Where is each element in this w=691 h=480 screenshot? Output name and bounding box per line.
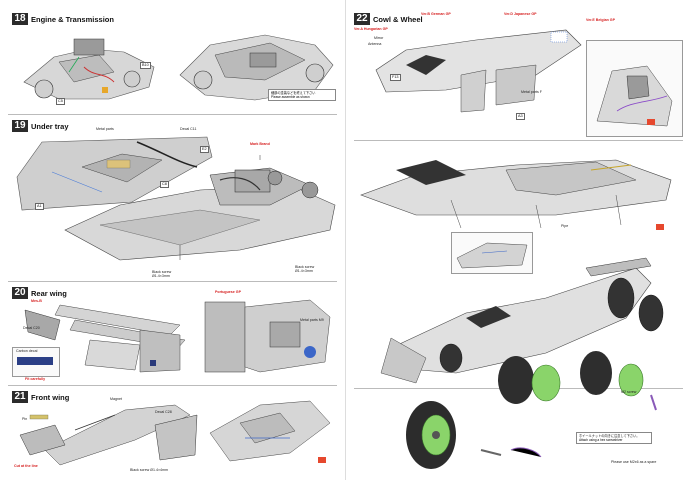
rear-structure-illustration (204, 299, 331, 373)
part-code: B10 (140, 62, 151, 69)
step-number: 19 (12, 120, 28, 132)
label-metal: Metal parts F (521, 90, 542, 94)
part-code: A1 (35, 203, 44, 210)
step-title: Cowl & Wheel (373, 14, 423, 24)
label-bottom-note: Please use M2x6 as a spare (611, 460, 657, 464)
cockpit-detail (596, 65, 673, 127)
step-22-header: 22 Cowl & Wheel (354, 13, 423, 25)
label-hungarian: Ver.A Hungarian GP (354, 27, 388, 31)
note-en: Attach using a hex screwdriver (579, 438, 623, 442)
label-magnet: Magnet (110, 397, 122, 401)
label-decal: Decal C11 (180, 127, 197, 131)
divider (8, 281, 337, 282)
step-number: 21 (12, 391, 28, 403)
wheel-assembly-illustration (406, 401, 542, 469)
divider (354, 140, 683, 141)
completed-car-illustration (380, 257, 664, 384)
under-tray-illustration (16, 136, 213, 211)
label-decal: Decal C20 (23, 326, 40, 330)
label-metal: Metal parts (96, 127, 114, 131)
label-portuguese: Portuguese GP (215, 290, 241, 294)
cowl-illustration (375, 29, 582, 113)
label-antenna: Antenna (368, 42, 382, 46)
front-wing-detail-illustration (209, 400, 331, 462)
assembly-note: 細部の塗装などを終えて下さい Please assemble as shown (268, 89, 336, 101)
page-spine (345, 0, 346, 480)
label-decal: Decal C28 (155, 410, 172, 414)
cockpit-detail-callout (586, 40, 683, 137)
rear-wing-illustration (24, 304, 186, 373)
divider (8, 385, 337, 386)
label-mark: Mark Brand (250, 142, 270, 146)
label-screw-size: Ø1.4×3mm (152, 274, 170, 278)
warning-icon (656, 224, 664, 230)
label-pin: Pin (22, 417, 28, 421)
label-belgian: Ver.E Belgian GP (586, 18, 615, 22)
label-german: Ver.B German GP (421, 12, 451, 16)
label-japanese: Ver.D Japanese GP (504, 12, 537, 16)
chassis-illustration (64, 155, 336, 261)
label-metal: Metal parts M9 (300, 318, 324, 322)
label-black-screw: Black screw (152, 270, 172, 274)
label-pipe: Pipe (561, 224, 569, 228)
wheels-illustration (498, 351, 657, 411)
body-detail-callout (451, 232, 533, 274)
step-title: Under tray (31, 121, 69, 131)
engine-illustration-right (179, 34, 334, 101)
part-code: E2 (200, 146, 209, 153)
label-mirror: Mirror (374, 36, 384, 40)
part-code: A3 (516, 113, 525, 120)
step-19-header: 19 Under tray (12, 120, 69, 132)
step-title: Front wing (31, 392, 70, 402)
step-18-header: 18 Engine & Transmission (12, 13, 114, 25)
front-wing-illustration (19, 404, 198, 466)
step-number: 18 (12, 13, 28, 25)
label-meb: Mes-B (31, 299, 42, 303)
note-jp: 細部の塗装などを終えて下さい (271, 91, 316, 95)
carbon-decal-swatch (17, 357, 53, 365)
part-code: C8 (160, 181, 169, 188)
body-detail (456, 242, 528, 269)
label-note: Cut at the line (14, 464, 38, 468)
step-number: 20 (12, 287, 28, 299)
part-code: C5 (56, 98, 65, 105)
right-page: 22 Cowl & Wheel Ver.A Hungarian GP Ver.B… (346, 0, 691, 480)
label-screw: Black screw Ø1.4×4mm (130, 468, 169, 472)
label-note: Fit carefully (25, 377, 46, 381)
warning-icon (318, 457, 326, 463)
label-black-screw: Black screw (295, 265, 315, 269)
step-title: Rear wing (31, 288, 67, 298)
wheel-note: ホイールナットの向きに注意して下さい。 Attach using a hex s… (576, 432, 652, 444)
step-number: 22 (354, 13, 370, 25)
part-code: F13 (390, 74, 401, 81)
note-jp: ホイールナットの向きに注意して下さい。 (579, 434, 640, 438)
label-screw: M2 screw (621, 390, 637, 394)
carbon-decal-callout: Carbon decal (12, 347, 60, 377)
note-en: Please assemble as shown (271, 95, 310, 99)
step-21-header: 21 Front wing (12, 391, 69, 403)
label-screw-size: Ø1.4×3mm (295, 269, 313, 273)
car-body-illustration (360, 159, 672, 229)
label-carbon: Carbon decal (16, 349, 38, 353)
divider (8, 114, 337, 115)
engine-illustration-left (23, 38, 155, 100)
warning-icon (647, 119, 655, 125)
left-page: 18 Engine & Transmission B10 C5 細部の塗装などを… (0, 0, 345, 480)
step-20-header: 20 Rear wing (12, 287, 67, 299)
step-title: Engine & Transmission (31, 14, 114, 24)
